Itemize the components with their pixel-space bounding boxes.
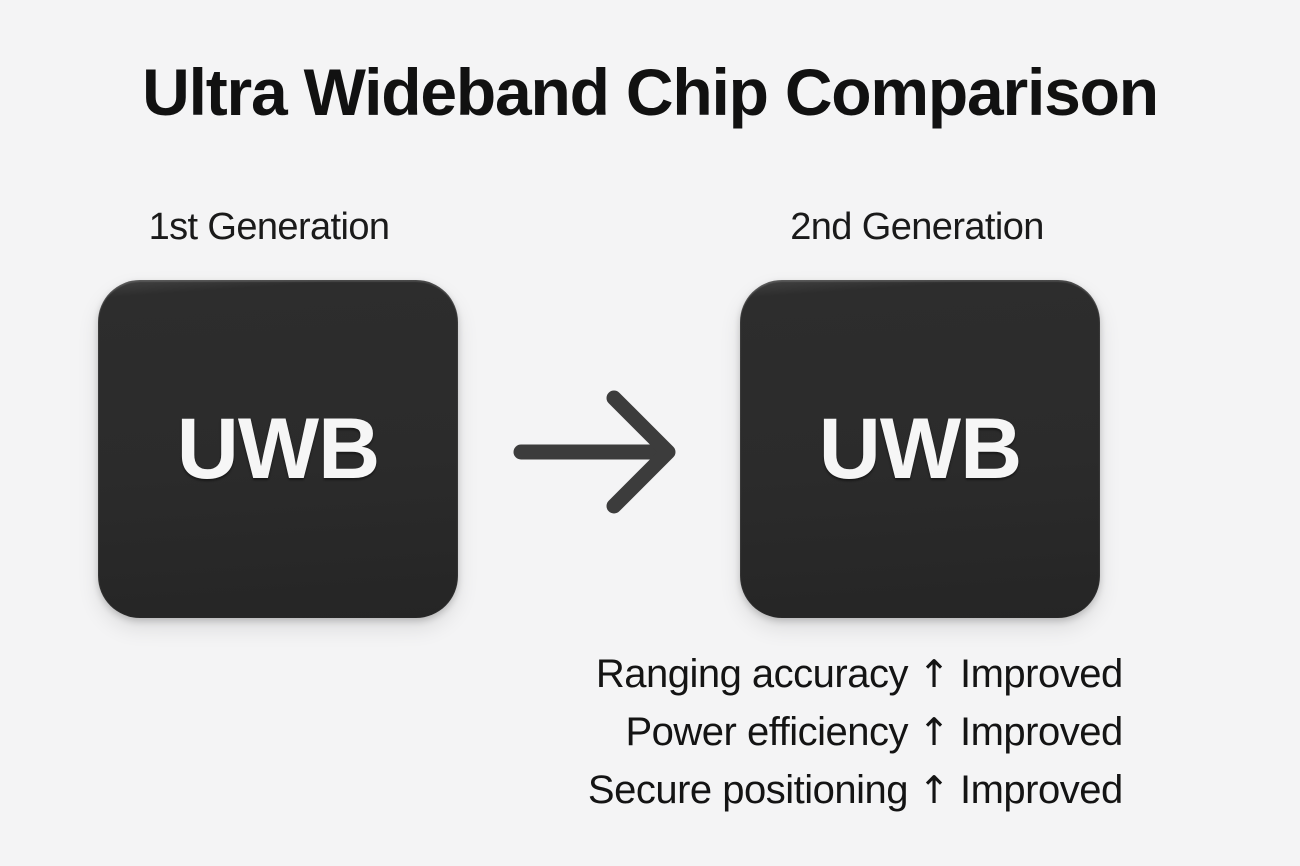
generation-label-2nd: 2nd Generation [790, 206, 1044, 248]
feature-row: Secure positioning ↑ Improved [430, 766, 1160, 824]
feature-row: Power efficiency ↑ Improved [430, 708, 1160, 766]
feature-comparison-list: Ranging accuracy ↑ Improved Power effici… [430, 650, 1160, 824]
feature-row: Ranging accuracy ↑ Improved [430, 650, 1160, 708]
arrow-right-icon [510, 385, 690, 520]
arrow-up-icon: ↑ [918, 652, 950, 696]
chip-label-2nd-generation: UWB [818, 401, 1022, 497]
arrow-up-icon: ↑ [918, 710, 950, 754]
feature-name: Power efficiency [625, 710, 908, 754]
page-title: Ultra Wideband Chip Comparison [142, 55, 1159, 129]
chip-1st-generation: UWB [98, 280, 458, 618]
feature-name: Secure positioning [587, 768, 909, 812]
chip-label-1st-generation: UWB [176, 401, 380, 497]
feature-value: Improved [960, 652, 1123, 696]
arrow-up-icon: ↑ [918, 768, 950, 812]
feature-name: Ranging accuracy [595, 652, 909, 696]
chip-2nd-generation: UWB [740, 280, 1100, 618]
feature-value: Improved [960, 768, 1123, 812]
generation-label-1st: 1st Generation [148, 206, 390, 248]
feature-value: Improved [960, 710, 1123, 754]
